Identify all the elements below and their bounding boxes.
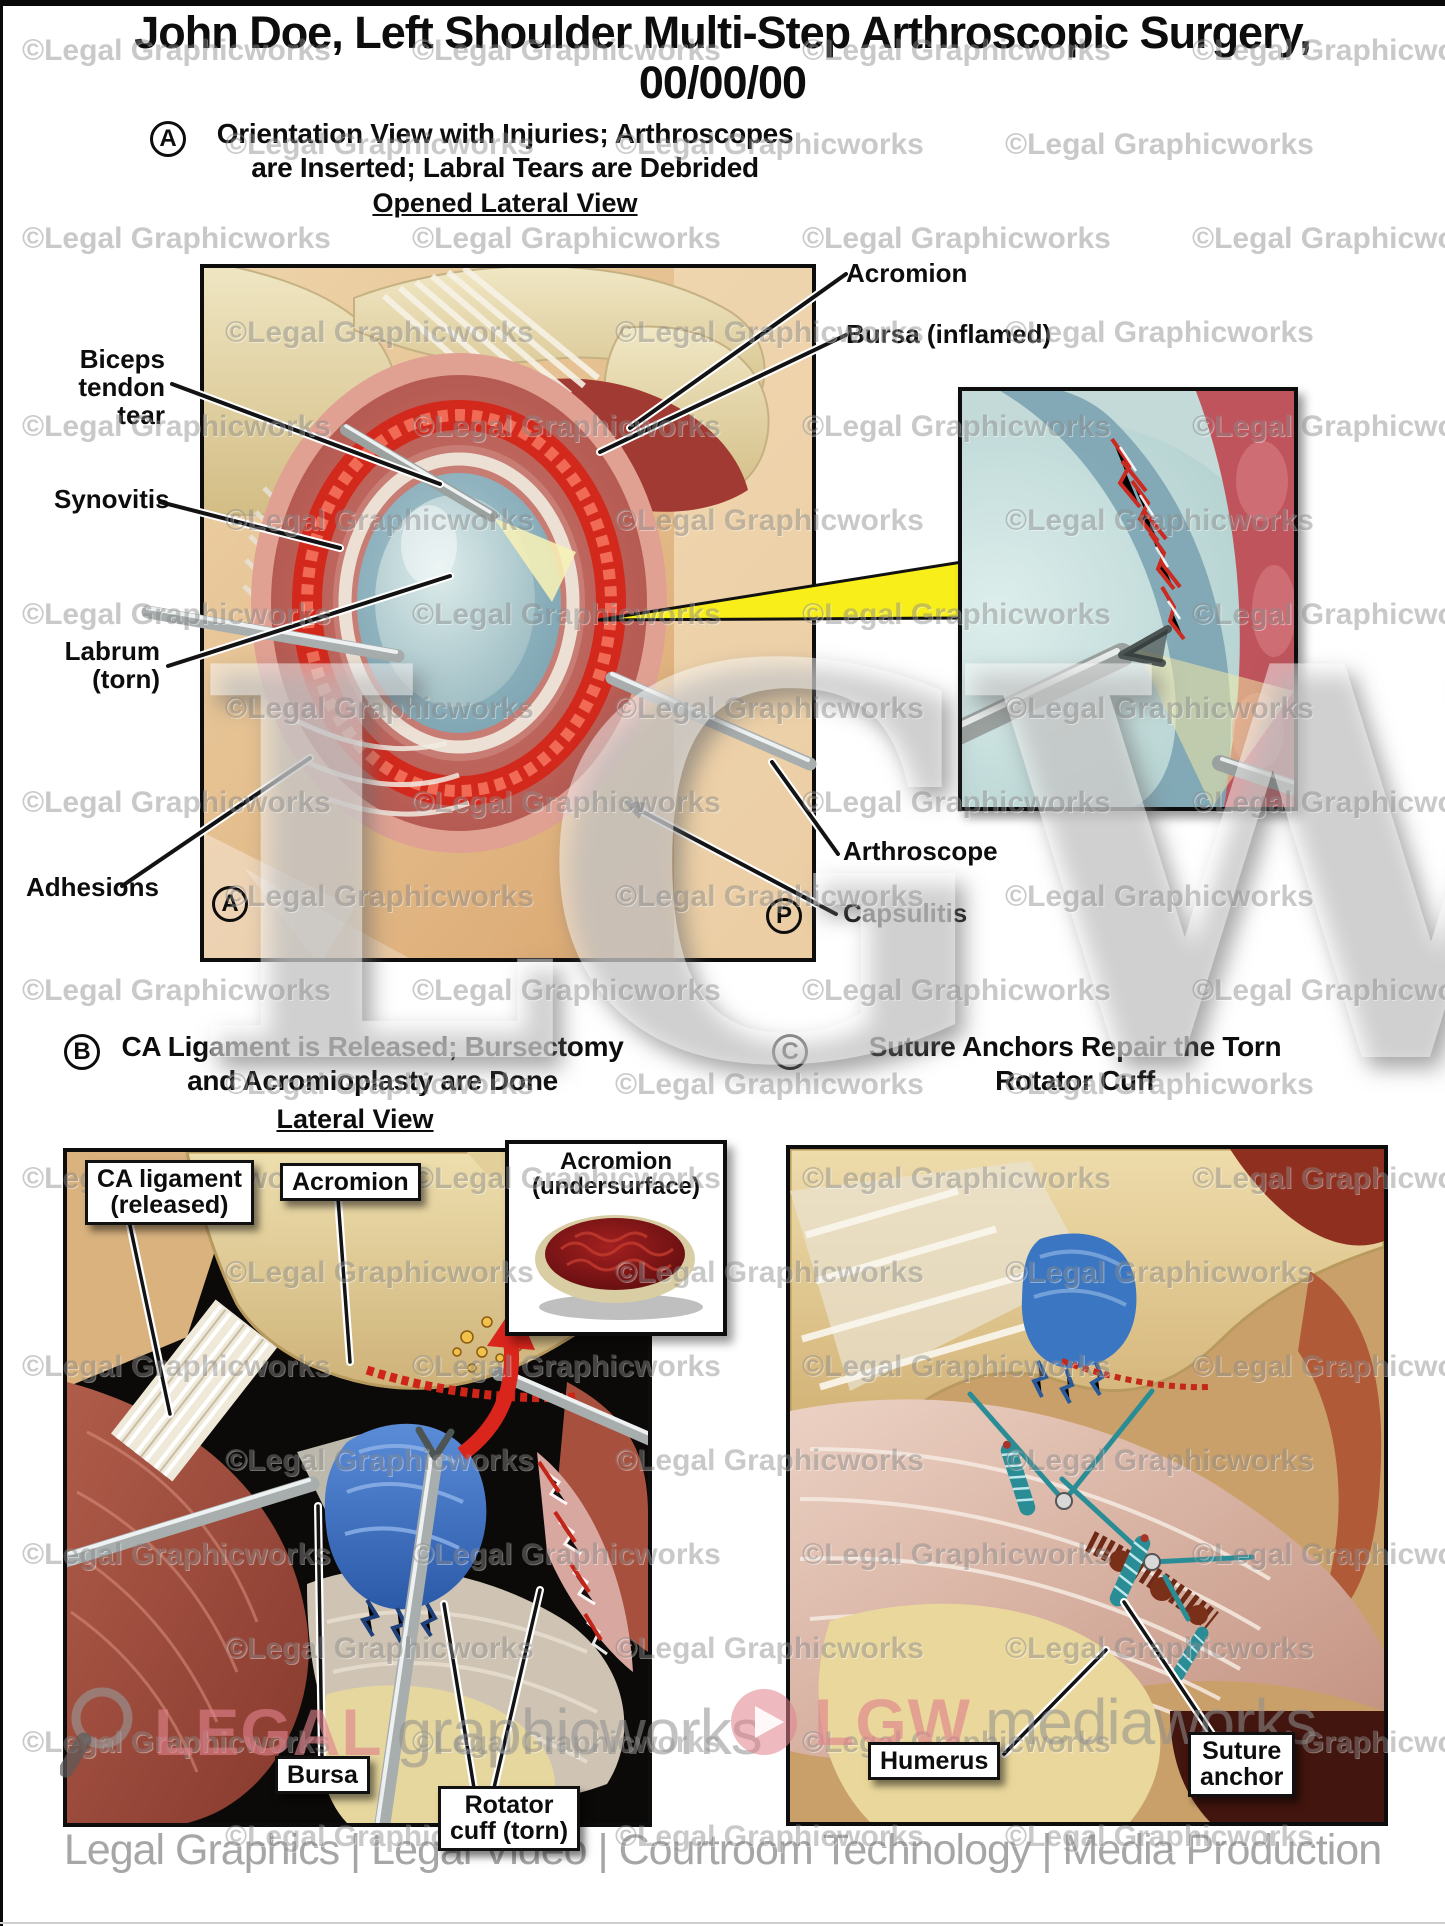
inset-b-bone-art [535, 1215, 703, 1321]
muscle-dark-corner [1230, 1149, 1384, 1246]
frayed-blue-tissue [1021, 1233, 1137, 1369]
muscle-right-curl [1298, 1271, 1382, 1631]
watermark-tile: ©Legal Graphicworks [412, 974, 721, 1007]
boxlabel-suture-anchor: Suture anchor [1188, 1732, 1296, 1797]
section-c-letter: C [781, 1038, 799, 1065]
watermark-tile: ©Legal Graphicworks [802, 222, 1111, 255]
labral-tear-fray-highlights [1118, 446, 1182, 620]
section-c-heading: Suture Anchors Repair the Torn Rotator C… [868, 1031, 1282, 1096]
label-bursa-inflamed: Bursa (inflamed) [846, 319, 1052, 349]
boxlabel-acromion: Acromion [280, 1163, 421, 1202]
marker-a-text: A [221, 890, 239, 917]
watermark-tile: ©Legal Graphicworks [22, 974, 331, 1007]
watermark-tile: ©Legal Graphicworks [1192, 974, 1445, 1007]
label-arthroscope: Arthroscope [843, 836, 998, 866]
blue-tissue-highlights [1033, 1249, 1127, 1307]
label-biceps-tendon-tear: Biceps tendon tear [78, 344, 165, 430]
section-c-letter-badge: C [772, 1034, 808, 1070]
bone-shadow [539, 1294, 703, 1321]
humeral-head [375, 495, 535, 707]
watermark-tile: ©Legal Graphicworks [1005, 880, 1314, 913]
section-b-letter-badge: B [64, 1034, 100, 1070]
boxlabel-humerus: Humerus [868, 1742, 1001, 1781]
watermark-tile: ©Legal Graphicworks [1005, 128, 1314, 161]
suture-knots [1055, 1492, 1161, 1571]
orientation-marker-anterior: A [212, 886, 248, 922]
instrument-left-rod [67, 1476, 320, 1568]
section-a-letter-badge: A [150, 121, 186, 157]
label-capsulitis: Capsulitis [843, 898, 968, 928]
ligament-fibers [801, 1187, 1059, 1391]
panel-b-inset-acromion-undersurface: Acromion (undersurface) [505, 1140, 727, 1336]
label-labrum-torn: Labrum (torn) [64, 636, 160, 694]
label-acromion: Acromion [846, 258, 968, 288]
suture-anchor-1 [1000, 1440, 1036, 1516]
orientation-marker-posterior: P [766, 898, 802, 934]
bursa-frayed-edge [359, 1598, 438, 1643]
boxlabel-bursa: Bursa [275, 1756, 370, 1795]
label-adhesions: Adhesions [26, 872, 159, 902]
label-synovitis: Synovitis [54, 484, 170, 514]
suture-anchor-2 [1109, 1534, 1151, 1607]
page-border-top [0, 0, 1445, 6]
retractor-band-2 [244, 868, 409, 958]
scope-light-beam [1137, 649, 1294, 807]
boxlabel-rotator-cuff-torn: Rotator cuff (torn) [438, 1786, 581, 1851]
section-a-letter: A [159, 125, 177, 152]
burr-instrument-right [492, 1367, 648, 1446]
adhesion-strands [295, 718, 470, 817]
second-instrument-tip [1212, 755, 1294, 797]
panel-a-inset-magnified-view [958, 387, 1298, 811]
section-b-letter: B [73, 1038, 91, 1065]
bone-texture [560, 1231, 674, 1272]
muscle-striations [70, 1430, 259, 1773]
watermark-tile: ©Legal Graphicworks [22, 222, 331, 255]
panel-a-art [204, 268, 812, 958]
watermark-tile: ©Legal Graphicworks [1005, 316, 1314, 349]
panel-c-illustration [786, 1145, 1388, 1826]
section-a-heading: Orientation View with Injuries; Arthrosc… [216, 118, 794, 183]
panel-a-illustration [200, 264, 816, 962]
surgical-opening [251, 353, 667, 853]
panel-c-art [790, 1149, 1384, 1822]
watermark-tile: ©Legal Graphicworks [412, 222, 721, 255]
section-b-heading: CA Ligament is Released; Bursectomy and … [121, 1031, 624, 1096]
watermark-tile: ©Legal Graphicworks [1192, 222, 1445, 255]
bone-raw-undersurface [545, 1218, 685, 1291]
bursa-blue [324, 1423, 487, 1610]
inset-a-art [962, 391, 1294, 807]
muscle-right-band [555, 1382, 648, 1652]
section-b-view-label: Lateral View [276, 1104, 434, 1134]
page-border-bottom [0, 1922, 1445, 1924]
shaver-instrument [374, 1426, 455, 1823]
watermark-tile: ©Legal Graphicworks [802, 974, 1111, 1007]
section-a-view-label: Opened Lateral View [372, 188, 638, 218]
inset-b-title: Acromion (undersurface) [531, 1148, 701, 1201]
page-border-left [0, 0, 3, 1926]
grasper-instrument [962, 625, 1172, 745]
torn-cuff-edge [537, 1452, 633, 1672]
page-title: John Doe, Left Shoulder Multi-Step Arthr… [134, 7, 1312, 109]
inflamed-fringe [1060, 1358, 1211, 1391]
bursa-highlights [344, 1443, 464, 1550]
boxlabel-ca-ligament-released: CA ligament (released) [85, 1160, 254, 1225]
marker-p-text: P [775, 902, 792, 929]
footer-services-line: Legal Graphics | Legal Video | Courtroom… [63, 1826, 1382, 1874]
